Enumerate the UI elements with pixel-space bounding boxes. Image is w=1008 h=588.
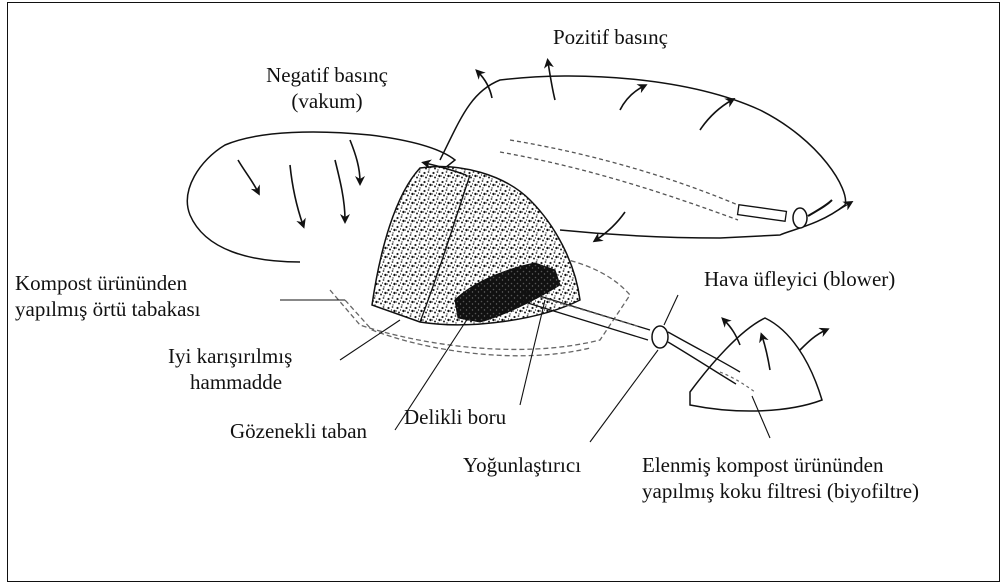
perforated-pipe-label: Delikli boru <box>404 404 506 430</box>
blower-label: Hava üfleyici (blower) <box>704 266 895 292</box>
biofilter-inner-pipe <box>720 372 755 392</box>
biofilter-text-2: yapılmış koku filtresi (biyofiltre) <box>642 478 919 504</box>
biofilter-arrows <box>724 320 826 370</box>
cover-layer-text-1: Kompost ürününden <box>15 270 200 296</box>
positive-pressure-arrows <box>478 62 732 130</box>
cover-layer-text-2: yapılmış örtü tabakası <box>15 296 200 322</box>
biofilter-label: Elenmiş kompost ürününden yapılmış koku … <box>642 452 919 504</box>
vacuum-text: (vakum) <box>266 88 388 114</box>
negative-pressure-text: Negatif basınç <box>266 62 388 88</box>
biofilter-text-1: Elenmiş kompost ürününden <box>642 452 919 478</box>
porous-base-label: Gözenekli taban <box>230 418 367 444</box>
negative-pressure-arrows <box>238 140 360 225</box>
condenser-label: Yoğunlaştırıcı <box>463 452 581 478</box>
raw-material-text-2: hammadde <box>168 369 292 395</box>
raw-material-label: Iyi karışırılmış hammadde <box>168 343 292 395</box>
biofilter-mound <box>690 318 822 411</box>
cover-layer-label: Kompost ürününden yapılmış örtü tabakası <box>15 270 200 322</box>
positive-pressure-label: Pozitif basınç <box>553 24 668 50</box>
raw-material-text-1: Iyi karışırılmış <box>168 343 292 369</box>
negative-pressure-label: Negatif basınç (vakum) <box>266 62 388 114</box>
